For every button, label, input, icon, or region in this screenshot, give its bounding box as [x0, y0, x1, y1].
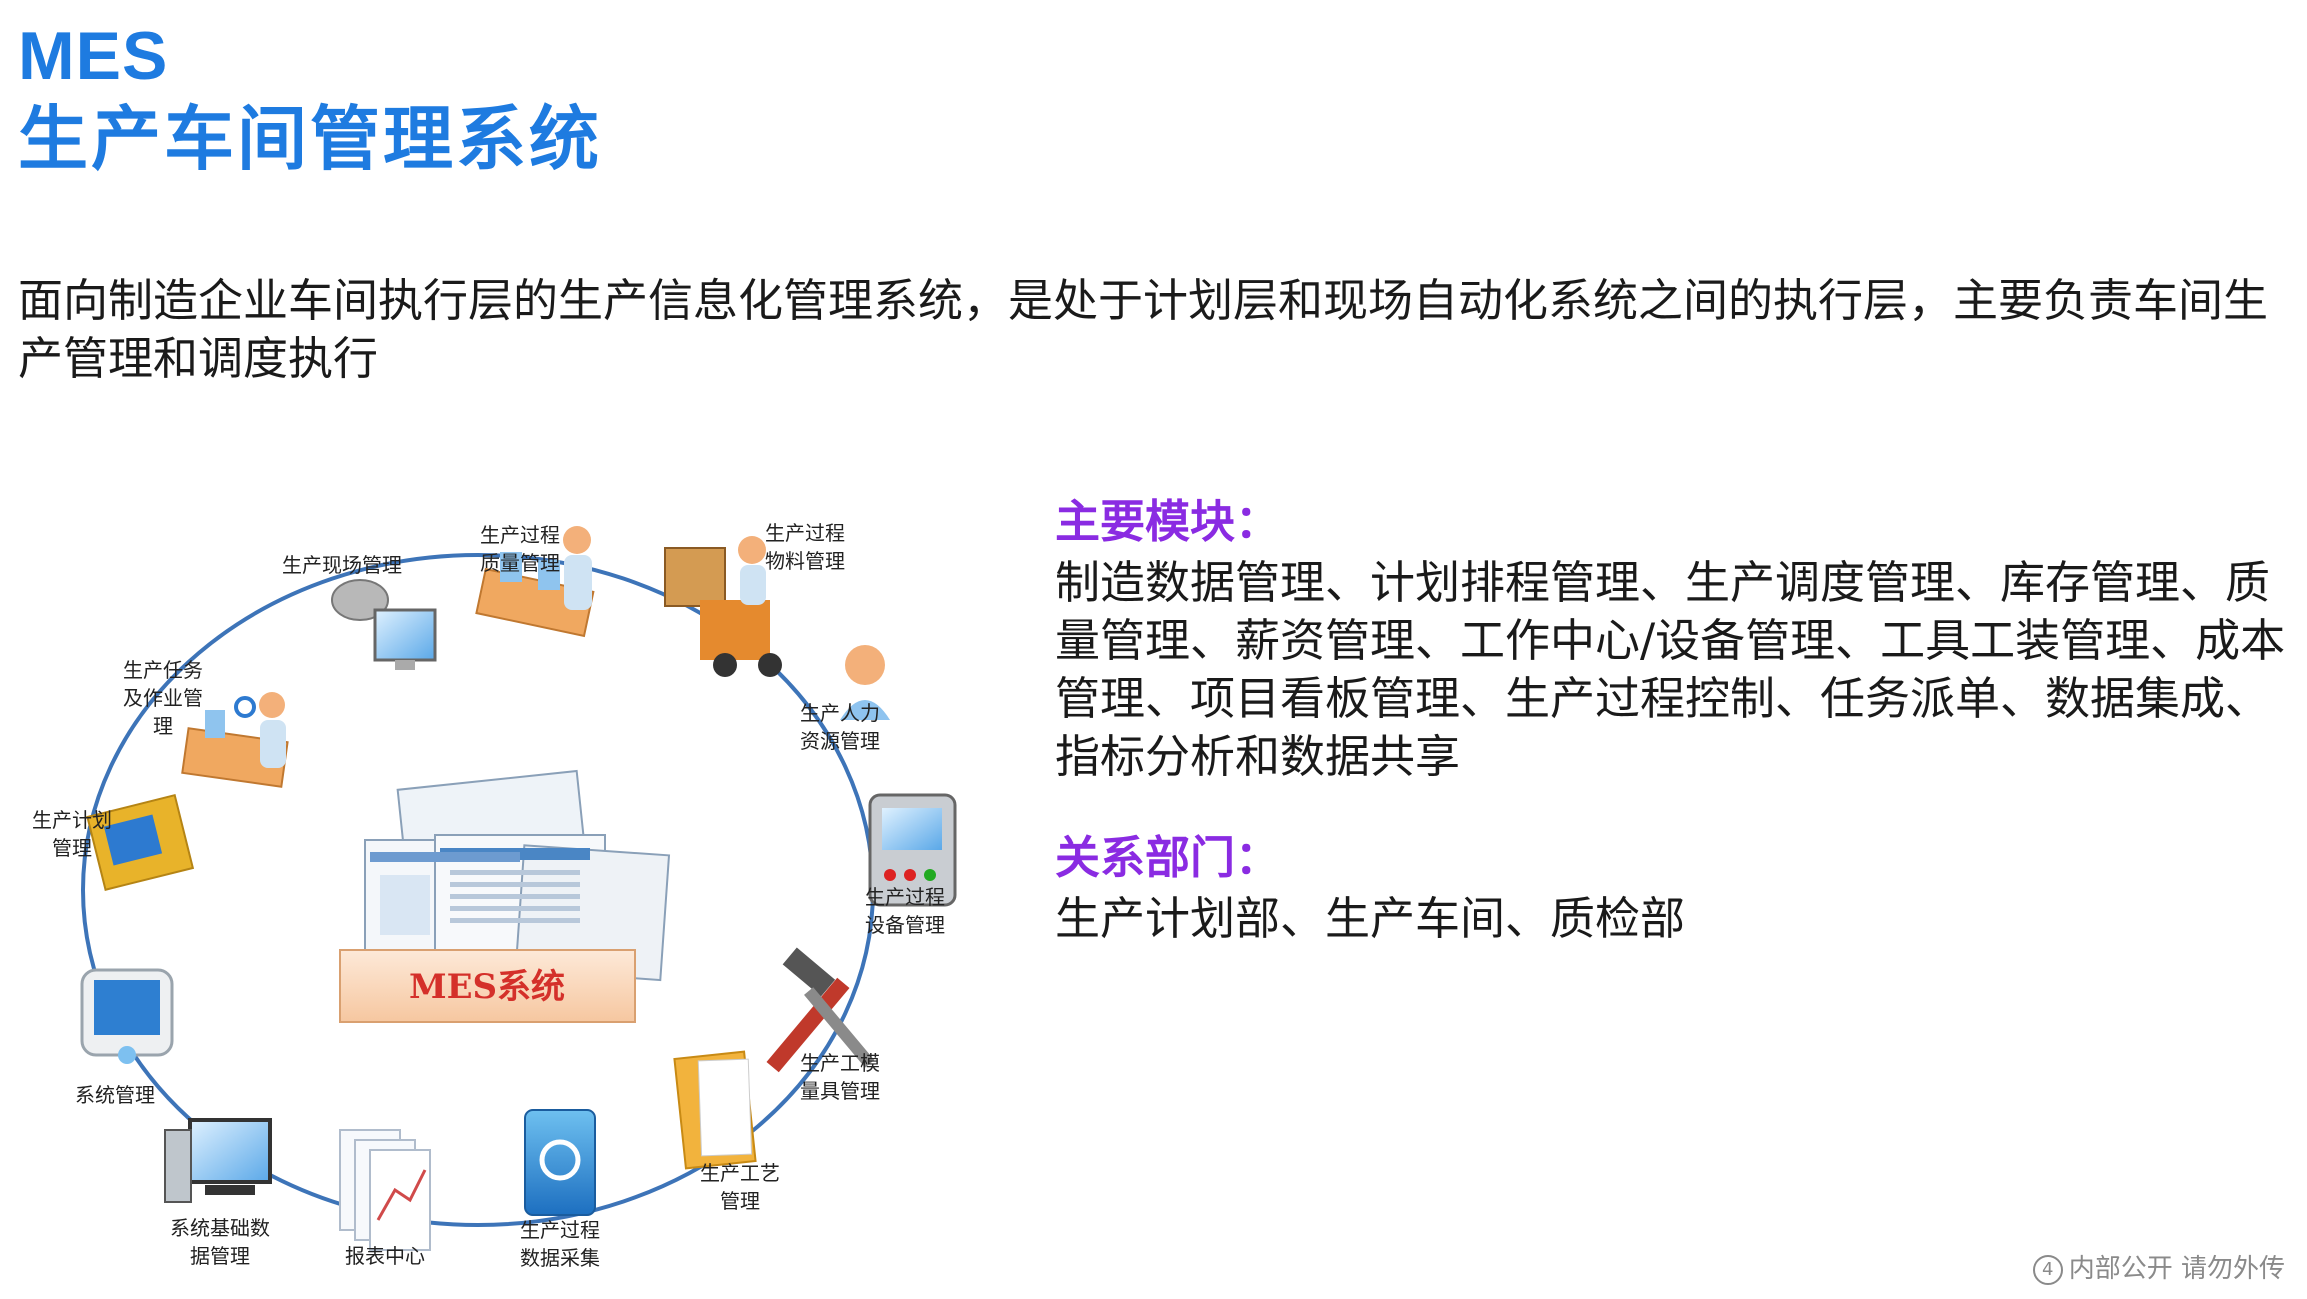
- node-label-line: 生产过程: [865, 885, 945, 909]
- departments-heading: 关系部门：: [1055, 831, 1281, 884]
- node-label-plan: 生产计划 管理: [32, 808, 112, 860]
- node-label-task: 生产任务 及作业管 理: [123, 658, 203, 738]
- node-label-line: 生产任务: [123, 658, 203, 682]
- node-label-hr: 生产人力 资源管理: [800, 701, 880, 753]
- node-label-basedata: 系统基础数 据管理: [170, 1216, 270, 1268]
- quality-worker-icon: [475, 526, 595, 638]
- node-label-line: 生产过程: [765, 521, 845, 545]
- mes-center-label: MES系统: [409, 967, 565, 1007]
- node-label-datacollect: 生产过程 数据采集: [520, 1218, 600, 1270]
- node-label-line: 系统管理: [75, 1083, 155, 1107]
- plan-folder-icon: [86, 794, 195, 891]
- computer-icon: [164, 1118, 272, 1203]
- node-label-line: 生产现场管理: [282, 553, 402, 577]
- mes-center-banner: [339, 949, 636, 1023]
- node-label-equipment: 生产过程 设备管理: [865, 885, 945, 937]
- mes-module-diagram: MES系统: [32, 521, 957, 1270]
- mes-center-screens: [364, 769, 671, 982]
- process-folder-icon: [673, 1050, 757, 1170]
- page-title-sub: 生产车间管理系统: [18, 100, 602, 178]
- node-label-site: 生产现场管理: [282, 553, 402, 577]
- node-label-line: 生产计划: [32, 808, 112, 832]
- node-label-line: 质量管理: [480, 551, 560, 575]
- info-panel: 主要模块： 制造数据管理、计划排程管理、生产调度管理、库存管理、质量管理、薪资管…: [1055, 490, 2295, 948]
- hammer-wrench-icon: [766, 947, 875, 1073]
- report-sheets-icon: [339, 1129, 431, 1251]
- system-description: 面向制造企业车间执行层的生产信息化管理系统，是处于计划层和现场自动化系统之间的执…: [18, 274, 2269, 385]
- modules-list: 制造数据管理、计划排程管理、生产调度管理、库存管理、质量管理、薪资管理、工作中心…: [1055, 556, 2286, 783]
- node-label-line: 管理: [720, 1189, 760, 1213]
- node-label-tooling: 生产工模 量具管理: [800, 1051, 880, 1103]
- node-label-line: 物料管理: [765, 549, 845, 573]
- tablet-gear-icon: [524, 1109, 596, 1216]
- system-screen-icon: [80, 968, 174, 1064]
- node-label-line: 理: [153, 714, 173, 738]
- confidentiality-note: 内部公开 请勿外传: [2068, 1254, 2285, 1284]
- modules-heading: 主要模块：: [1055, 495, 1281, 548]
- node-label-line: 生产工艺: [700, 1161, 780, 1185]
- node-label-quality: 生产过程 质量管理: [480, 523, 560, 575]
- node-label-line: 生产过程: [480, 523, 560, 547]
- node-label-line: 量具管理: [800, 1079, 880, 1103]
- node-label-line: 资源管理: [800, 729, 880, 753]
- hr-person-icon: [840, 645, 890, 720]
- node-label-line: 生产人力: [800, 701, 880, 725]
- node-label-line: 生产工模: [800, 1051, 880, 1075]
- node-label-line: 系统基础数: [170, 1216, 270, 1240]
- node-label-line: 报表中心: [345, 1244, 425, 1268]
- node-label-line: 生产过程: [520, 1218, 600, 1242]
- task-worker-icon: [181, 692, 289, 788]
- page-title-main: MES: [18, 18, 169, 94]
- node-label-system: 系统管理: [75, 1083, 155, 1107]
- node-label-line: 数据采集: [520, 1246, 600, 1270]
- node-label-line: 及作业管: [123, 686, 203, 710]
- node-label-line: 设备管理: [865, 913, 945, 937]
- page-number-badge: 4: [2032, 1255, 2063, 1285]
- forklift-icon: [664, 536, 782, 677]
- node-label-line: 据管理: [190, 1244, 250, 1268]
- node-label-process: 生产工艺 管理: [700, 1161, 780, 1213]
- node-label-line: 管理: [52, 836, 92, 860]
- node-label-report: 报表中心: [345, 1244, 425, 1268]
- node-label-material: 生产过程 物料管理: [765, 521, 845, 573]
- satellite-monitor-icon: [331, 579, 437, 670]
- departments-list: 生产计划部、生产车间、质检部: [1055, 892, 1686, 945]
- equipment-console-icon: [868, 793, 957, 907]
